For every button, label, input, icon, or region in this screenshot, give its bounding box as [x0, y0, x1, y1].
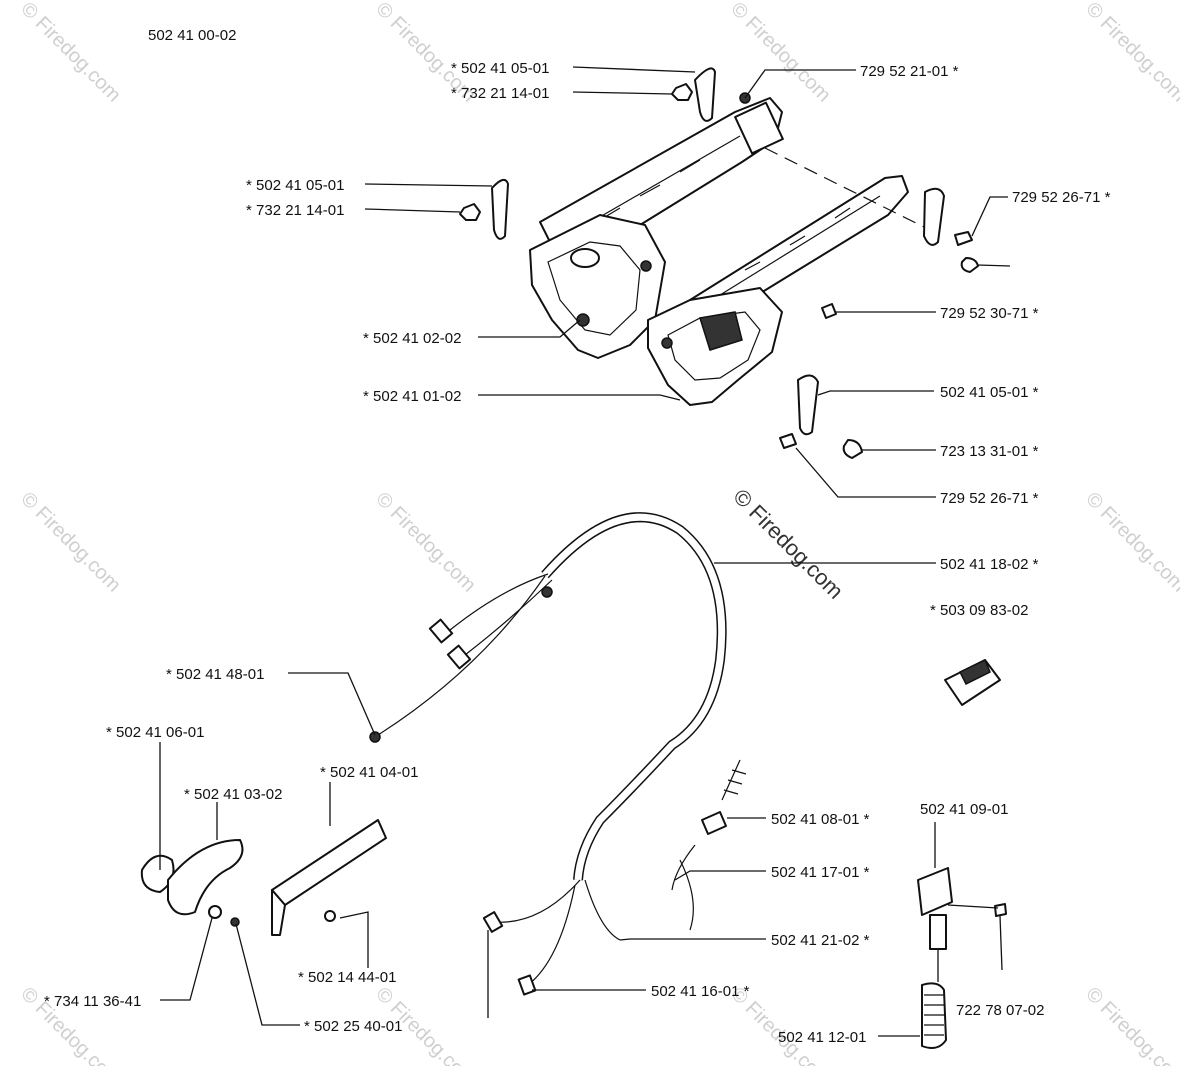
- part-label[interactable]: 502 41 16-01 *: [651, 983, 750, 1000]
- part-label[interactable]: 502 41 12-01: [778, 1029, 866, 1046]
- part-label[interactable]: * 502 41 05-01: [451, 60, 549, 77]
- part-label[interactable]: 723 13 31-01 *: [940, 443, 1039, 460]
- part-label[interactable]: 729 52 26-71 *: [940, 490, 1039, 507]
- part-label[interactable]: * 734 11 36-41: [44, 993, 141, 1010]
- part-label[interactable]: * 502 14 44-01: [298, 969, 396, 986]
- part-label[interactable]: 502 41 21-02 *: [771, 932, 870, 949]
- part-label[interactable]: 722 78 07-02: [956, 1002, 1044, 1019]
- part-label[interactable]: * 502 41 04-01: [320, 764, 418, 781]
- part-label[interactable]: 502 41 08-01 *: [771, 811, 870, 828]
- part-label[interactable]: 729 52 26-71 *: [1012, 189, 1111, 206]
- leader-lines: [159, 66, 1008, 1037]
- handle-frame-illustration: [459, 67, 1011, 459]
- part-label[interactable]: 729 52 21-01 *: [860, 63, 959, 80]
- part-label[interactable]: * 732 21 14-01: [451, 85, 549, 102]
- part-label[interactable]: * 502 41 06-01: [106, 724, 204, 741]
- watermark: © Firedog.com: [1081, 488, 1180, 597]
- part-label[interactable]: 729 52 30-71 *: [940, 305, 1039, 322]
- watermark: © Firedog.com: [16, 488, 125, 597]
- part-label[interactable]: * 502 41 02-02: [363, 330, 461, 347]
- part-label[interactable]: * 503 09 83-02: [930, 602, 1028, 619]
- watermark: © Firedog.com: [371, 488, 480, 597]
- assembly-number: 502 41 00-02: [148, 27, 236, 44]
- part-label[interactable]: * 502 41 03-02: [184, 786, 282, 803]
- part-label[interactable]: 502 41 05-01 *: [940, 384, 1039, 401]
- part-label[interactable]: 502 41 17-01 *: [771, 864, 870, 881]
- part-labels: * 502 41 05-01 * 732 21 14-01 729 52 21-…: [44, 60, 1111, 1046]
- part-label[interactable]: * 502 25 40-01: [304, 1018, 402, 1035]
- part-label[interactable]: * 502 41 48-01: [166, 666, 264, 683]
- part-label[interactable]: * 502 41 05-01: [246, 177, 344, 194]
- part-label[interactable]: 502 41 18-02 *: [940, 556, 1039, 573]
- watermark: © Firedog.com: [726, 0, 835, 106]
- watermark-main: © Firedog.com: [728, 484, 848, 604]
- part-label[interactable]: 502 41 09-01: [920, 801, 1008, 818]
- watermark: © Firedog.com: [16, 0, 125, 106]
- watermark: © Firedog.com: [1081, 983, 1180, 1066]
- watermark: © Firedog.com: [1081, 0, 1180, 106]
- part-label[interactable]: * 732 21 14-01: [246, 202, 344, 219]
- cable-and-trigger-illustration: [140, 512, 1007, 1049]
- part-label[interactable]: * 502 41 01-02: [363, 388, 461, 405]
